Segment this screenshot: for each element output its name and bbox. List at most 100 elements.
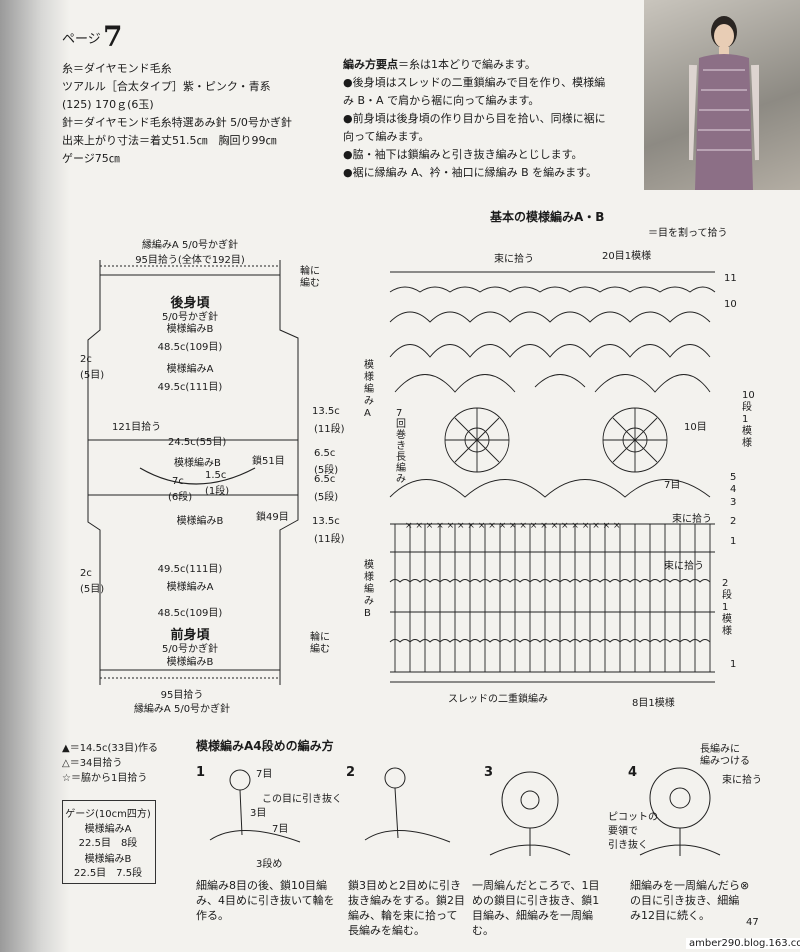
material-line-3: (125) 170ｇ(6玉): [62, 98, 154, 111]
step-3-number: 3: [484, 765, 494, 780]
page-label: ページ: [62, 32, 101, 47]
side-2c-bottom: 2c: [80, 568, 92, 579]
pattern-a-vertical: 模様編みA: [364, 360, 374, 419]
armhole-13-top: 13.5c: [312, 406, 340, 417]
pattern-a-top: 模様編みA: [166, 364, 214, 375]
sleeve-6-bottom: 6.5c: [314, 474, 336, 485]
sleeve-5-bottom: (5段): [314, 492, 339, 503]
step-2-text: 鎖3目めと2目めに引き抜き編みをする。鎖2目編み、輪を束に拾って長編みを編む。: [348, 879, 465, 937]
repeat-8: 8目1模様: [632, 698, 675, 709]
instruction-line: 向って編みます。: [343, 130, 430, 143]
side-5-top: (5目): [80, 370, 105, 381]
step-4-bundle: 束に拾う: [722, 775, 762, 786]
neck-7c: 7c: [172, 476, 184, 487]
row-4: 4: [730, 484, 737, 495]
sleeve-5-top: (5段): [314, 465, 339, 476]
material-line-2: ツアルル［合太タイプ］紫・ピンク・青系: [62, 80, 271, 93]
width-49-bottom: 49.5c(111目): [157, 564, 223, 575]
pickup-121: 121目拾う: [112, 422, 162, 433]
step-4-long-b: 編みつける: [700, 756, 750, 767]
back-pattern: 模様編みB: [166, 324, 214, 335]
neck-1-row: (1段): [205, 486, 230, 497]
row-5: 5: [730, 472, 737, 483]
row-10: 10: [724, 299, 737, 310]
pattern-a-bottom: 模様編みA: [166, 582, 214, 593]
schematic-loop-top: 輪に編む: [300, 266, 320, 289]
side-2c-top: 2c: [80, 354, 92, 365]
side-5-bottom: (5目): [80, 584, 105, 595]
material-line-6: ゲージ75㎝: [62, 152, 120, 165]
front-hook: 5/0号かぎ針: [161, 644, 219, 655]
armhole-13-bottom: 13.5c: [312, 516, 340, 527]
step-4-picot-b: 要領で: [608, 826, 638, 837]
chain-49: 鎖49目: [256, 512, 289, 523]
sleeve-6-top: 6.5c: [314, 448, 336, 459]
width-48-top: 48.5c(109目): [157, 342, 223, 353]
width-24: 24.5c(55目): [168, 437, 227, 448]
legend-filled-triangle: ▲＝14.5c(33目)作る: [62, 743, 158, 754]
thread-chain-label: スレッドの二重鎖編み: [448, 694, 548, 705]
instruction-line: ●裾に縁編み A、衿・袖口に縁編み B を編みます。: [343, 166, 598, 179]
model-figure-icon: [689, 16, 759, 190]
stitch-chart-diagram: × × × × × × × × × × × × × × × × × × × × …: [389, 271, 716, 683]
page-gutter-shadow: [0, 0, 70, 952]
step-4-picot-c: 引き抜く: [608, 840, 648, 851]
neck-pattern-b-bottom: 模様編みB: [176, 516, 224, 527]
pattern-number: 7: [103, 20, 123, 53]
step-3-text: 一周編んだところで、1目めの鎖目に引き抜き、鎖1目編み、細編みを一周編む。: [472, 879, 600, 937]
step-1-chain-7: 7目: [256, 769, 273, 780]
material-line-5: 出来上がり寸法＝着丈51.5㎝ 胸回り99㎝: [62, 134, 277, 147]
chart-title: 基本の模様編みA・B: [490, 210, 605, 224]
step-4-text: 細編みを一周編んだら⊗の目に引き抜き、細編み12目に続く。: [630, 879, 750, 922]
instruction-line: み B・A で肩から裾に向って編みます。: [343, 94, 540, 107]
step-1-row-3: 3目: [250, 808, 267, 819]
gauge-title: ゲージ(10cm四方): [65, 809, 151, 820]
back-hook: 5/0号かぎ針: [161, 312, 219, 323]
front-body-title: 前身頃: [170, 628, 210, 643]
width-48-bottom: 48.5c(109目): [157, 608, 223, 619]
step-1-chain-7b: 7目: [272, 824, 289, 835]
row-10-side: 10目: [684, 422, 707, 433]
schematic-edge-top: 縁編みA 5/0号かぎ針: [141, 240, 239, 251]
gauge-box: [62, 800, 156, 884]
armhole-11-bottom: (11段): [314, 534, 345, 545]
neck-pattern-b-top: 模様編みB: [174, 458, 221, 469]
chart-repeat-20: 20目1模様: [602, 251, 652, 262]
step-4-number: 4: [628, 765, 638, 780]
step-1-row-3b: 3段め: [256, 859, 283, 870]
gauge-a-value: 22.5目 8段: [78, 838, 138, 849]
step-4-picot-a: ピコットの: [608, 812, 658, 823]
material-line-1: 糸＝ダイヤモンド毛糸: [62, 62, 172, 75]
step-1-text: 細編み8目の後、鎖10目編み、4目めに引き抜いて輪を作る。: [196, 879, 335, 922]
row-11: 11: [724, 273, 737, 284]
schematic-edge-bottom: 縁編みA 5/0号かぎ針: [133, 704, 231, 715]
steps-illustration: [209, 767, 721, 856]
instruction-line: ●後身頃はスレッドの二重鎖編みで目を作り、模様編: [343, 76, 606, 89]
row-2: 2: [730, 516, 737, 527]
row-3: 3: [730, 497, 737, 508]
seven-label: 7目: [664, 480, 681, 491]
width-49-top: 49.5c(111目): [157, 382, 223, 393]
neck-1-5c: 1.5c: [205, 470, 227, 481]
schematic-pickup-bottom: 95目拾う: [160, 690, 204, 701]
row-2-repeat: 2段1模様: [722, 578, 732, 637]
row-1: 1: [730, 536, 737, 547]
back-body-title: 後身頃: [170, 296, 210, 311]
neck-6-rows: (6段): [168, 492, 193, 503]
chart-bundle-label: 束に拾う: [494, 254, 534, 265]
step-1-pull: この目に引き抜く: [262, 794, 342, 805]
legend-open-triangle: △＝34目拾う: [62, 758, 123, 769]
armhole-11-top: (11段): [314, 424, 345, 435]
bundle-label-right: 束に拾う: [672, 514, 712, 525]
garment-schematic: [87, 260, 299, 685]
instruction-line: ●脇・袖下は鎖編みと引き抜き編みとじします。: [343, 148, 583, 161]
gauge-a-label: 模様編みA: [84, 824, 132, 835]
instructions-title: 編み方要点＝糸は1本どりで編みます。: [343, 58, 536, 71]
gauge-b-value: 22.5目 7.5段: [73, 868, 143, 879]
steps-title: 模様編みA4段めの編み方: [196, 739, 334, 753]
bundle-label-lower: 束に拾う: [664, 561, 704, 572]
step-1-number: 1: [196, 765, 206, 780]
schematic-loop-bottom: 輪に編む: [310, 632, 330, 655]
chain-51: 鎖51目: [252, 456, 285, 467]
step-4-long-a: 長編みに: [700, 744, 740, 755]
